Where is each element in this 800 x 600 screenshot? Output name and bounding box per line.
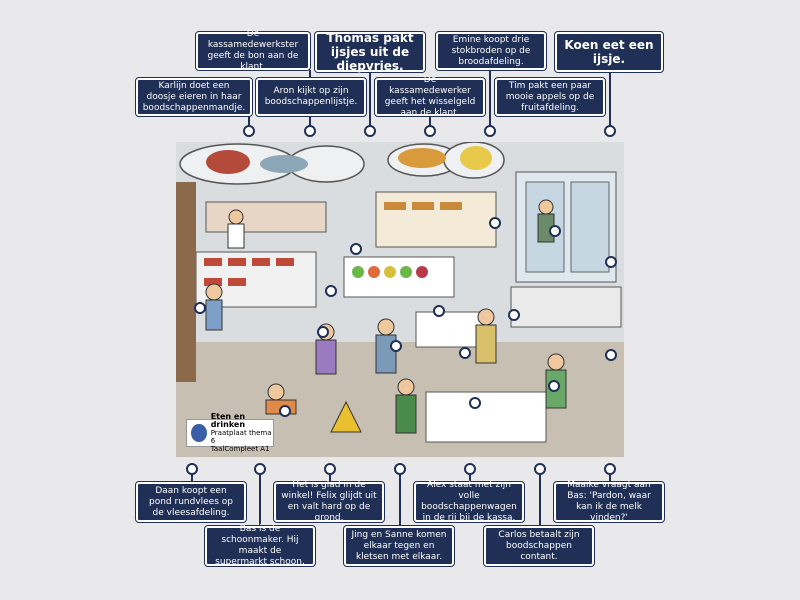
connector — [429, 116, 431, 126]
scene-pin[interactable] — [549, 225, 561, 237]
scene-pin[interactable] — [350, 243, 362, 255]
label-alex[interactable]: Alex staat met zijn volle boodschappenwa… — [414, 480, 524, 523]
logo-subtitle: TaalCompleet A1 — [210, 445, 270, 453]
connector — [399, 473, 401, 527]
connector — [248, 116, 250, 126]
connector — [259, 473, 261, 527]
scene-pin[interactable] — [548, 380, 560, 392]
label-glad[interactable]: Het is glad in de winkel! Felix glijdt u… — [274, 480, 384, 523]
label-jing[interactable]: Jing en Sanne komen elkaar tegen en klet… — [344, 526, 454, 566]
label-kassa-geld[interactable]: De kassamedewerker geeft het wisselgeld … — [375, 75, 485, 118]
label-bas[interactable]: Bas is de schoonmaker. Hij maakt de supe… — [205, 524, 315, 567]
label-koen[interactable]: Koen eet een ijsje. — [555, 32, 663, 72]
scene-pin[interactable] — [605, 349, 617, 361]
anchor-dot — [243, 125, 255, 137]
connector — [369, 72, 371, 126]
supermarket-illustration: Eten en drinken Praatplaat thema 6 TaalC… — [176, 142, 624, 457]
connector — [469, 473, 471, 483]
supermarket-scene-icon — [176, 142, 624, 457]
connector — [539, 473, 541, 527]
connector — [609, 72, 611, 126]
logo-emblem-icon — [191, 424, 207, 442]
anchor-dot — [364, 125, 376, 137]
label-carlos[interactable]: Carlos betaalt zijn boodschappen contant… — [484, 526, 594, 566]
scene-pin[interactable] — [433, 305, 445, 317]
logo-title: Eten en drinken — [210, 412, 246, 429]
logo: Eten en drinken Praatplaat thema 6 TaalC… — [186, 413, 274, 453]
connector — [609, 473, 611, 483]
label-aron[interactable]: Aron kijkt op zijn boodschappenlijstje. — [256, 78, 366, 116]
label-kassa-bon[interactable]: De kassamedewerkster geeft de bon aan de… — [196, 29, 310, 72]
scene-pin[interactable] — [279, 405, 291, 417]
label-maaike[interactable]: Maaike vraagt aan Bas: 'Pardon, waar kan… — [554, 480, 664, 523]
anchor-dot — [424, 125, 436, 137]
label-thomas[interactable]: Thomas pakt ijsjes uit de diepvries. — [315, 31, 425, 73]
label-emine[interactable]: Emine koopt drie stokbroden op de brooda… — [436, 32, 546, 70]
label-daan[interactable]: Daan koopt een pond rundvlees op de vlee… — [136, 482, 246, 522]
label-karlijn[interactable]: Karlijn doet een doosje eieren in haar b… — [136, 78, 252, 116]
logo-subtitle: Praatplaat thema 6 — [210, 429, 272, 445]
scene-pin[interactable] — [325, 285, 337, 297]
connector — [329, 473, 331, 483]
scene-pin[interactable] — [469, 397, 481, 409]
scene-pin[interactable] — [508, 309, 520, 321]
anchor-dot — [484, 125, 496, 137]
scene-pin[interactable] — [317, 326, 329, 338]
scene-pin[interactable] — [489, 217, 501, 229]
scene-pin[interactable] — [194, 302, 206, 314]
anchor-dot — [604, 125, 616, 137]
scene-pin[interactable] — [390, 340, 402, 352]
connector — [489, 70, 491, 126]
scene-pin[interactable] — [459, 347, 471, 359]
connector — [191, 473, 193, 483]
label-tim[interactable]: Tim pakt een paar mooie appels op de fru… — [495, 78, 605, 116]
scene-pin[interactable] — [605, 256, 617, 268]
anchor-dot — [304, 125, 316, 137]
